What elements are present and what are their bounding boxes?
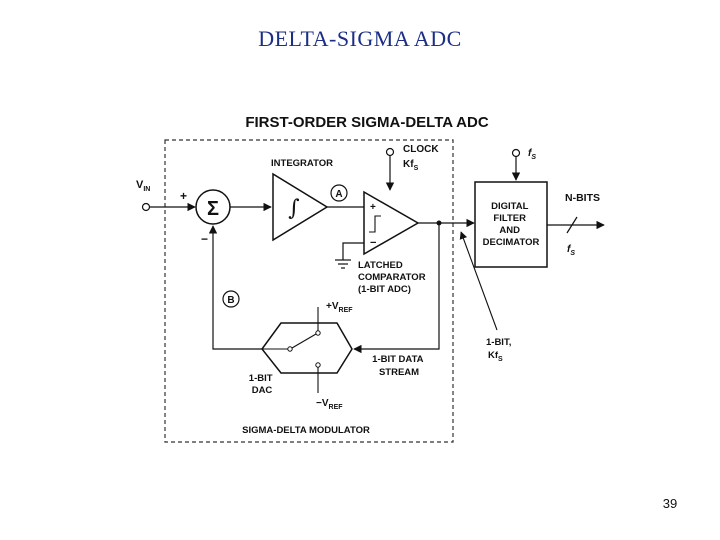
integrator-label: INTEGRATOR: [271, 158, 333, 169]
dac-to-summer-wire: [208, 225, 262, 350]
node-b-label: B: [227, 295, 234, 306]
output-bits-label: N-BITS: [565, 192, 600, 204]
diagram-title: FIRST-ORDER SIGMA-DELTA ADC: [245, 114, 488, 131]
clock-label: CLOCK: [403, 144, 439, 155]
comparator-ground-wire: [342, 242, 364, 260]
digital-filter-block: [474, 181, 548, 268]
modulator-label: SIGMA-DELTA MODULATOR: [242, 425, 370, 436]
filter-clock-terminal: [511, 148, 521, 158]
dac-label: 1-BIT DAC: [249, 373, 275, 396]
sigma-symbol: Σ: [207, 198, 219, 220]
node-b-marker: [222, 290, 240, 308]
dac-switch-contact-pos: [315, 330, 321, 336]
comparator-plus: +: [370, 202, 376, 213]
modulator-boundary: [164, 139, 454, 443]
data-stream-label: 1-BIT DATA STREAM: [372, 354, 426, 378]
feedback-wire-to-dac: [353, 223, 440, 354]
bitstream-pointer: [459, 231, 498, 331]
digital-filter-label: DIGITAL FILTER AND DECIMATOR: [483, 201, 540, 248]
integral-symbol: ∫: [288, 196, 300, 221]
filter-clock-label: fS: [528, 148, 536, 161]
comparator-minus: −: [370, 237, 376, 249]
clock-rate-label: KfS: [403, 159, 419, 172]
dac-switch-pivot: [287, 346, 293, 352]
dac-block: [261, 322, 353, 374]
node-a-marker: [330, 184, 348, 202]
output-bus-slash: [566, 216, 578, 234]
summer-minus: −: [201, 232, 208, 246]
bitstream-rate: KfS: [488, 350, 503, 363]
comparator-label: LATCHED COMPARATOR (1-BIT ADC): [358, 260, 428, 295]
dac-switch-contact-neg: [315, 362, 321, 368]
page-number: 39: [662, 496, 678, 511]
integrator-block: [272, 172, 329, 242]
comparator-step-icon: [369, 215, 381, 233]
vin-label: VIN: [136, 179, 150, 193]
bitstream-note: 1-BIT,: [486, 337, 511, 348]
summer-plus: +: [180, 189, 187, 203]
vref-pos-label: +VREF: [326, 301, 353, 314]
vref-neg-label: −VREF: [316, 398, 343, 411]
node-a-label: A: [335, 189, 342, 200]
comparator-clock-terminal: [385, 147, 395, 157]
vin-terminal: [141, 202, 151, 212]
slide-title: DELTA-SIGMA ADC: [258, 26, 462, 51]
dac-switch-arm: [291, 333, 317, 349]
output-rate-label: fS: [567, 244, 575, 257]
comparator-block: [363, 190, 420, 256]
